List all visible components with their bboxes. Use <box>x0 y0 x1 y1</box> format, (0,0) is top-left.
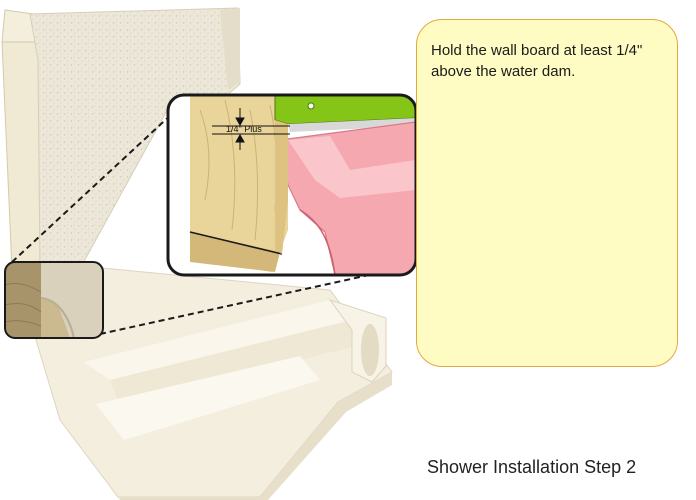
shower-base <box>35 261 393 500</box>
instruction-text: Hold the wall board at least 1/4" above … <box>431 42 643 80</box>
wall-board <box>29 7 241 307</box>
instruction-callout: Hold the wall board at least 1/4" above … <box>416 19 678 367</box>
step-caption: Shower Installation Step 2 <box>427 457 637 477</box>
dimension-label: 1/4" Plus <box>226 124 262 134</box>
dimension-markers <box>212 108 290 150</box>
zoom-detail-view: 1/4" Plus <box>166 93 418 277</box>
zoom-leader-lines <box>11 111 393 335</box>
detail-highlight-box <box>4 261 104 339</box>
